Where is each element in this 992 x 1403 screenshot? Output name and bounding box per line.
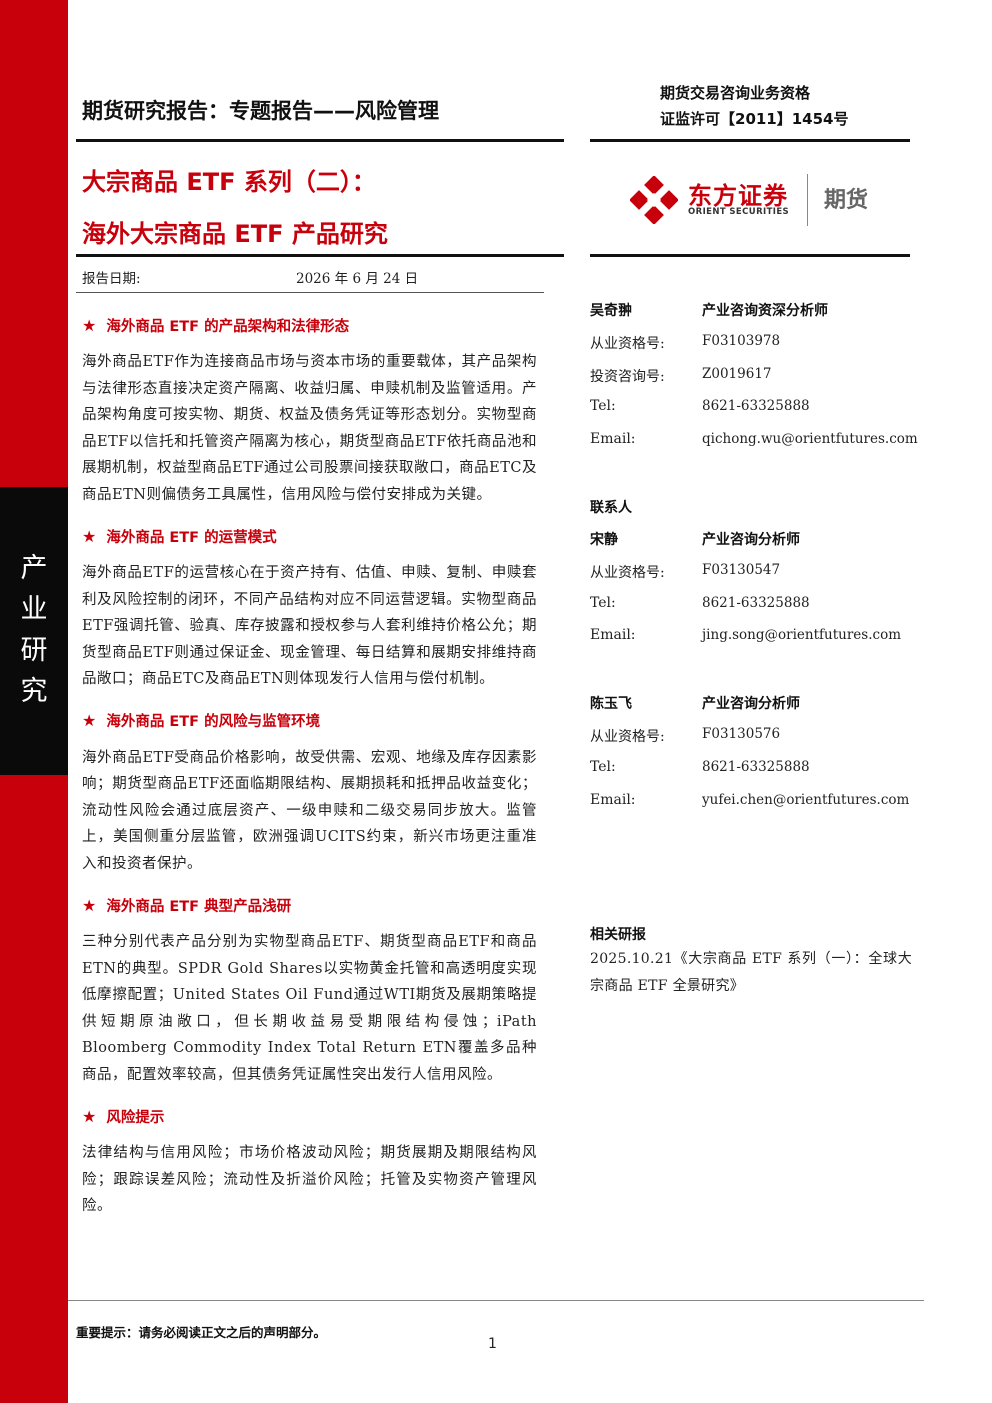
contact-name-row: 陈玉飞 产业咨询分析师 (590, 689, 915, 722)
summary-section: ★ 海外商品 ETF 的风险与监管环境 海外商品ETF受商品价格影响，故受供需、… (82, 708, 537, 878)
contact-name-row: 宋静 产业咨询分析师 (590, 525, 915, 558)
left-black-band (0, 487, 68, 775)
section-heading: ★ 海外商品 ETF 的运营模式 (82, 526, 277, 546)
section-body: 海外商品ETF的运营核心在于资产持有、估值、申赎、复制、申赎套利及风险控制的闭环… (82, 565, 537, 687)
report-title-line-1: 大宗商品 ETF 系列（二）： (82, 168, 376, 196)
section-heading: ★ 海外商品 ETF 的产品架构和法律形态 (82, 315, 350, 335)
report-date-row: 报告日期: 2026 年 6 月 24 日 (82, 267, 418, 287)
disclaimer-note: 重要提示：请务必阅读正文之后的声明部分。 (76, 1325, 327, 1340)
star-icon: ★ (82, 711, 97, 730)
contact-email-row: Email: yufei.chen@orientfutures.com (590, 791, 910, 808)
contact-block: 宋静 产业咨询分析师 从业资格号: F03130547 Tel: 8621-63… (590, 525, 915, 656)
logo-rule (590, 254, 910, 257)
section-body: 海外商品ETF作为连接商品市场与资本市场的重要载体，其产品架构与法律形态直接决定… (82, 354, 537, 503)
contact-info-row: Tel: 8621-63325888 (590, 594, 810, 611)
section-body: 海外商品ETF受商品价格影响，故受供需、宏观、地缘及库存因素影响；期货型商品ET… (82, 749, 537, 872)
contact-name: 宋静 (590, 531, 618, 548)
analyst-email-row: Email: qichong.wu@orientfutures.com (590, 431, 918, 448)
contact-email-row: Email: jing.song@orientfutures.com (590, 627, 901, 644)
analyst-title: 产业咨询资深分析师 (702, 303, 828, 319)
section-heading: ★ 海外商品 ETF 典型产品浅研 (82, 895, 292, 915)
report-date-value: 2026 年 6 月 24 日 (296, 271, 419, 287)
report-type-heading: 期货研究报告：专题报告——风险管理 (82, 99, 439, 123)
vertical-category-label: 产 业 研 究 (20, 553, 48, 707)
analyst-block: 吴奇翀 产业咨询资深分析师 从业资格号: F03103978 投资咨询号: Z0… (590, 296, 918, 460)
star-icon: ★ (82, 526, 97, 546)
analyst-name: 吴奇翀 (590, 303, 632, 319)
license-line-1: 期货交易咨询业务资格 (660, 84, 811, 102)
summary-section: ★ 海外商品 ETF 的运营模式 海外商品ETF的运营核心在于资产持有、估值、申… (82, 523, 537, 693)
page-number: 1 (488, 1336, 497, 1352)
contact-info-row: 从业资格号: F03130576 (590, 725, 781, 745)
contact-name: 陈玉飞 (590, 696, 632, 713)
analyst-info-row: 投资咨询号: Z0019617 (590, 365, 772, 385)
risk-section: ★ 风险提示 法律结构与信用风险；市场价格波动风险；期货展期及期限结构风险；跟踪… (82, 1103, 537, 1220)
orient-logo-icon (630, 176, 678, 224)
license-line-2: 证监许可【2011】1454号 (660, 110, 849, 128)
summary-section: ★ 海外商品 ETF 典型产品浅研 三种分别代表产品分别为实物型商品ETF、期货… (82, 892, 537, 1088)
report-title-line-2: 海外大宗商品 ETF 产品研究 (82, 220, 388, 248)
star-icon: ★ (82, 1106, 97, 1126)
contact-info-row: Tel: 8621-63325888 (590, 758, 810, 775)
logo-futures-label: 期货 (824, 188, 869, 213)
contact-title: 产业咨询分析师 (702, 696, 800, 713)
logo-cn-name: 东方证券 (688, 182, 788, 210)
analyst-info-row: Tel: 8621-63325888 (590, 398, 810, 415)
report-title: 大宗商品 ETF 系列（二）： 海外大宗商品 ETF 产品研究 (82, 156, 388, 260)
star-icon: ★ (82, 895, 97, 915)
section-body: 三种分别代表产品分别为实物型商品ETF、期货型商品ETF和商品ETN的典型。SP… (82, 934, 537, 1083)
report-date-label: 报告日期: (82, 271, 141, 287)
contact-email-link[interactable]: yufei.chen@orientfutures.com (702, 791, 910, 808)
analyst-email-link[interactable]: qichong.wu@orientfutures.com (702, 431, 918, 448)
contacts-heading: 联系人 (590, 499, 632, 516)
logo-en-name: ORIENT SECURITIES (688, 207, 790, 217)
star-icon: ★ (82, 315, 97, 335)
header-rule-left (76, 139, 564, 142)
spacer (590, 656, 915, 689)
license-info: 期货交易咨询业务资格 证监许可【2011】1454号 (660, 80, 849, 132)
section-heading: ★ 风险提示 (82, 1106, 165, 1126)
footer-rule (68, 1300, 924, 1301)
contact-email-link[interactable]: jing.song@orientfutures.com (702, 627, 901, 644)
date-rule (76, 292, 544, 293)
company-logo: 东方证券 ORIENT SECURITIES 期货 (630, 174, 890, 226)
related-report-item[interactable]: 2025.10.21《大宗商品 ETF 系列（一）：全球大宗商品 ETF 全景研… (590, 951, 912, 994)
header-rule-right (590, 139, 910, 142)
contact-block: 陈玉飞 产业咨询分析师 从业资格号: F03130576 Tel: 8621-6… (590, 689, 915, 820)
section-heading: ★ 海外商品 ETF 的风险与监管环境 (82, 711, 321, 730)
contact-info-row: 从业资格号: F03130547 (590, 561, 781, 581)
title-rule (76, 254, 564, 257)
section-body: 法律结构与信用风险；市场价格波动风险；期货展期及期限结构风险；跟踪误差风险；流动… (82, 1145, 537, 1214)
related-reports-heading: 相关研报 (590, 927, 646, 943)
spacer (590, 460, 915, 493)
contact-title: 产业咨询分析师 (702, 531, 800, 548)
logo-divider (807, 174, 808, 226)
analyst-name-row: 吴奇翀 产业咨询资深分析师 (590, 296, 915, 329)
summary-column: ★ 海外商品 ETF 的产品架构和法律形态 海外商品ETF作为连接商品市场与资本… (82, 312, 537, 1235)
summary-section: ★ 海外商品 ETF 的产品架构和法律形态 海外商品ETF作为连接商品市场与资本… (82, 312, 537, 508)
analyst-info-row: 从业资格号: F03103978 (590, 332, 781, 352)
analyst-column: 吴奇翀 产业咨询资深分析师 从业资格号: F03103978 投资咨询号: Z0… (590, 296, 918, 820)
